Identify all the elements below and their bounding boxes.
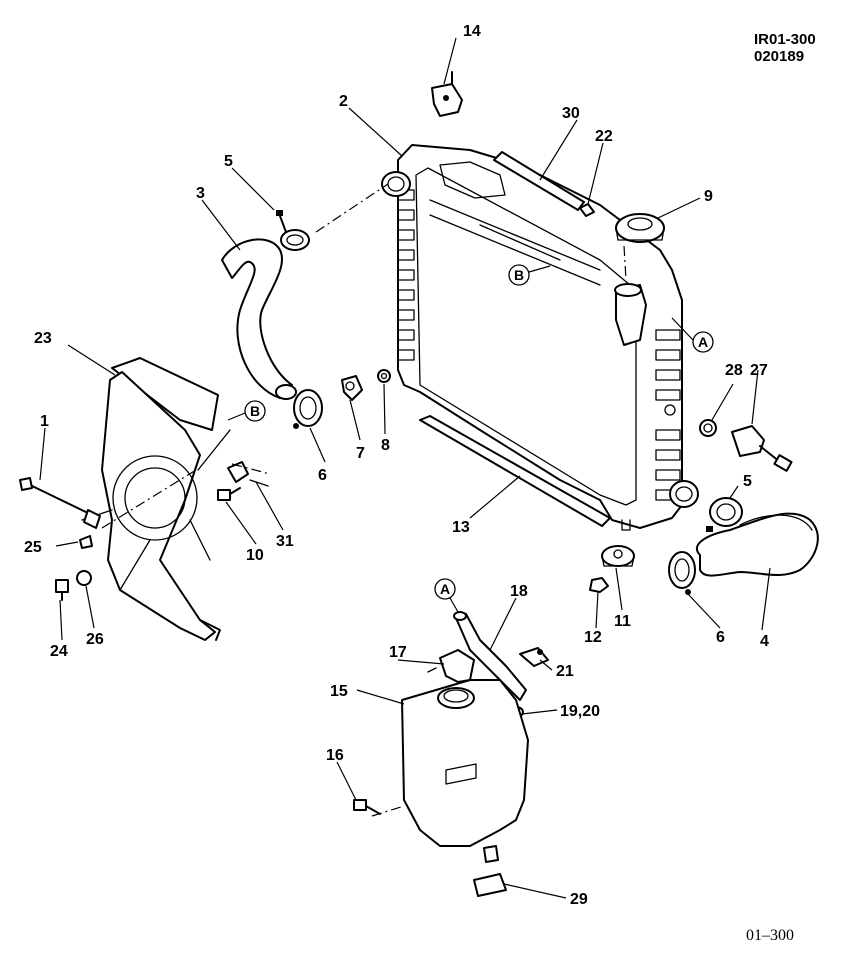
svg-text:A: A	[440, 581, 450, 597]
part-number-18: 18	[510, 583, 528, 600]
svg-text:A: A	[698, 334, 708, 350]
overflow-hose	[455, 613, 527, 701]
fan-shroud	[81, 357, 231, 641]
part-number-1: 1	[40, 413, 49, 430]
part-number-6-upper: 6	[318, 467, 327, 484]
callout-a-upper: A	[671, 317, 714, 353]
alignment-lines	[101, 183, 627, 817]
upper-hose-clamp	[276, 210, 310, 251]
part-number-9: 9	[704, 188, 713, 205]
screw-25	[79, 535, 93, 549]
upper-bracket	[431, 71, 463, 117]
part-number-28: 28	[725, 362, 743, 379]
temperature-switch	[731, 425, 793, 472]
hose-clamp-lower	[668, 551, 696, 595]
lower-hose-clamp	[706, 497, 743, 532]
part-number-8: 8	[381, 437, 390, 454]
callout-a-lower: A	[434, 578, 459, 613]
hose-clamp-left	[293, 389, 323, 429]
part-number-24: 24	[50, 643, 68, 660]
radiator-rod	[493, 151, 585, 211]
svg-text:B: B	[514, 267, 524, 283]
part-number-29: 29	[570, 891, 588, 908]
lower-radiator-hose	[695, 512, 819, 577]
part-number-5-upper: 5	[224, 153, 233, 170]
part-number-15: 15	[330, 683, 348, 700]
part-number-3: 3	[196, 185, 205, 202]
callout-b-lower: B	[227, 400, 266, 422]
leader-lines	[39, 37, 771, 899]
diagram-code-line1: IR01-300	[754, 31, 816, 48]
nut-26	[76, 570, 92, 586]
mount-bolt	[217, 487, 241, 501]
part-number-5-lower: 5	[743, 473, 752, 490]
part-number-11: 11	[614, 613, 631, 630]
part-number-13: 13	[452, 519, 470, 536]
reservoir-bolt	[353, 799, 381, 815]
part-number-2: 2	[339, 93, 348, 110]
bolt-24	[55, 579, 69, 601]
part-number-7: 7	[356, 445, 365, 462]
radiator-core	[381, 144, 699, 531]
part-number-31: 31	[276, 533, 294, 550]
drain-plug-cap	[601, 545, 635, 567]
radiator-cap	[615, 213, 665, 243]
drain-fitting	[341, 375, 363, 401]
mount-bushing	[227, 461, 269, 487]
part-number-27: 27	[750, 362, 768, 379]
part-number-labels: 2 14 30 22 9 5 3 23 1 25 24 26 10 31 7 8…	[24, 23, 769, 908]
temperature-probe	[19, 477, 101, 529]
part-number-21: 21	[556, 663, 574, 680]
drain-nut	[589, 577, 609, 593]
part-number-17: 17	[389, 644, 407, 661]
part-number-25: 25	[24, 539, 42, 556]
drain-washer	[377, 369, 391, 383]
coolant-reservoir	[401, 679, 529, 863]
rod-clip	[579, 203, 595, 217]
part-number-14: 14	[463, 23, 481, 40]
reservoir-bracket	[473, 873, 507, 897]
footer-diagram-code: 01–300	[746, 927, 794, 944]
left-tank-fins	[397, 189, 415, 361]
part-number-10: 10	[246, 547, 264, 564]
part-number-26: 26	[86, 631, 104, 648]
part-number-6-lower: 6	[716, 629, 725, 646]
part-number-16: 16	[326, 747, 344, 764]
diagram-code-line2: 020189	[754, 48, 804, 65]
part-number-22: 22	[595, 128, 613, 145]
part-number-30: 30	[562, 105, 580, 122]
callout-b-upper: B	[508, 264, 551, 286]
part-number-23: 23	[34, 330, 52, 347]
part-number-12: 12	[584, 629, 602, 646]
upper-radiator-hose	[221, 238, 293, 399]
o-ring	[699, 419, 717, 437]
part-number-19-20: 19,20	[560, 703, 600, 720]
lower-seal-strip	[419, 415, 611, 527]
svg-text:B: B	[250, 403, 260, 419]
part-number-4: 4	[760, 633, 769, 650]
